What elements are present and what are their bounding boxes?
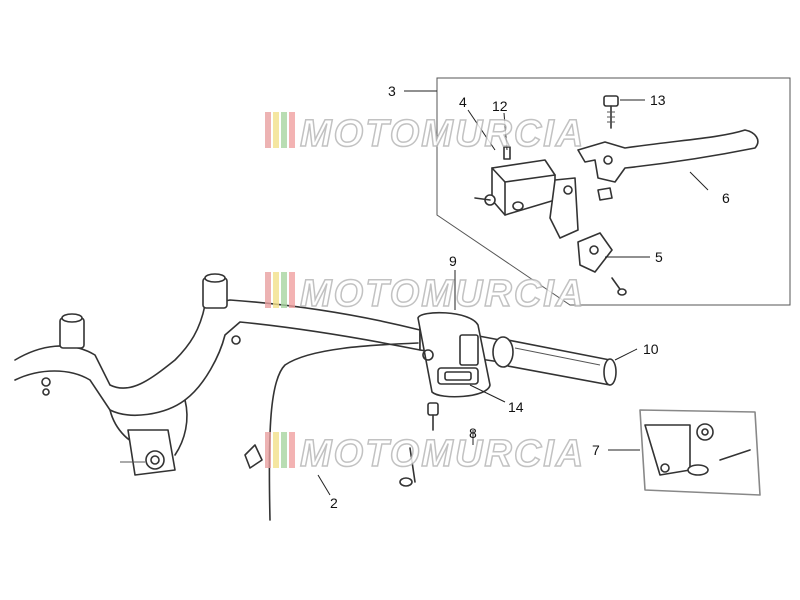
callout-4: 4	[459, 94, 467, 110]
brake-lever	[577, 129, 759, 201]
watermark-text: MOTOMURCIA	[300, 273, 585, 315]
callout-12: 12	[492, 98, 508, 114]
watermark-stripe-4	[289, 432, 295, 468]
watermark-stripe-4	[289, 272, 295, 308]
watermark-stripe-3	[281, 112, 287, 148]
pivot-bolt	[603, 95, 619, 129]
callout-2: 2	[330, 495, 338, 511]
throttle-cable	[268, 342, 419, 521]
watermark-stripe-3	[281, 432, 287, 468]
cable-adjuster-screws	[399, 402, 439, 487]
callout-5: 5	[655, 249, 663, 265]
watermark-text: MOTOMURCIA	[300, 113, 585, 155]
watermark-text: MOTOMURCIA	[300, 433, 585, 475]
watermark-top: MOTOMURCIA	[265, 112, 585, 156]
callout-14: 14	[508, 399, 524, 415]
callout-8: 8	[469, 425, 477, 441]
watermark-bottom: MOTOMURCIA	[265, 432, 585, 476]
callout-3: 3	[388, 83, 396, 99]
callout-13: 13	[650, 92, 666, 108]
watermark-stripe-2	[273, 272, 279, 308]
watermark-stripe-1	[265, 432, 271, 468]
callout-labels: 3 4 12 13 6 5 9 10 14 8 7 2	[330, 83, 730, 511]
assembly-inset-frame	[436, 77, 791, 306]
callout-9: 9	[449, 253, 457, 269]
watermark-stripe-2	[273, 432, 279, 468]
switch-housing	[417, 311, 491, 398]
handlebar-frame	[14, 273, 421, 476]
callout-7: 7	[592, 442, 600, 458]
watermark-stripe-4	[289, 112, 295, 148]
brake-master-cylinder	[474, 146, 579, 239]
watermark-stripe-1	[265, 112, 271, 148]
callout-10: 10	[643, 341, 659, 357]
inset-detail-7	[639, 409, 761, 496]
leader-lines	[317, 90, 709, 496]
handlebar-clamp	[577, 232, 627, 296]
callout-6: 6	[722, 190, 730, 206]
watermark-stripe-1	[265, 272, 271, 308]
watermark-stripe-3	[281, 272, 287, 308]
watermark-stripe-2	[273, 112, 279, 148]
watermark-middle: MOTOMURCIA	[265, 272, 585, 316]
